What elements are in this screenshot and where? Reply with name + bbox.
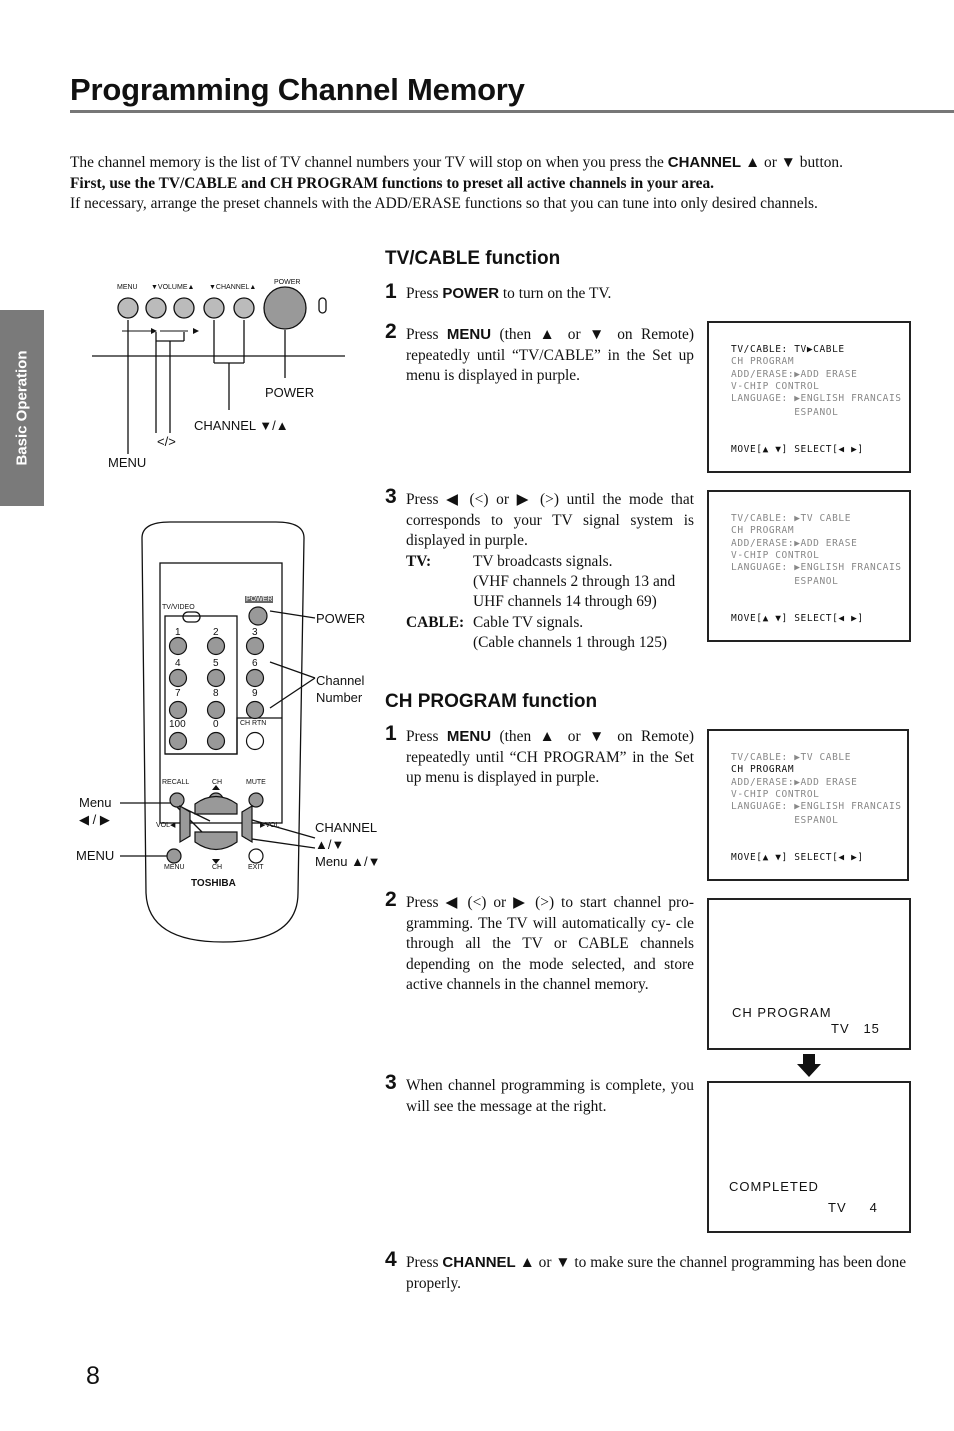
tvcable-step3-number: 3 [385, 485, 397, 508]
page-number: 8 [86, 1362, 100, 1390]
tvcable-heading: TV/CABLE function [385, 248, 561, 269]
side-tab: Basic Operation [0, 310, 44, 506]
tvcable-step2-text: Press MENU (then ▲ or ▼ on Remote) repea… [406, 326, 694, 384]
channel-key: CHANNEL [667, 154, 742, 171]
intro: The channel memory is the list of TV cha… [70, 153, 920, 215]
remote-diagram: TV/VIDEO POWER 1 2 3 4 5 6 7 8 9 100 0 C… [70, 518, 390, 948]
intro-paragraph-1: The channel memory is the list of TV cha… [70, 154, 843, 171]
panel-channel-callout: CHANNEL ▼/▲ [194, 418, 289, 433]
remote-drawing [120, 521, 316, 943]
tvcable-step1-text: Press POWER to turn on the TV. [406, 285, 612, 302]
chprogram-step4-number: 4 [385, 1248, 397, 1271]
chprogram-step3-number: 3 [385, 1071, 397, 1094]
chprogram-step1-number: 1 [385, 722, 397, 745]
chprogram-step4-text: Press CHANNEL ▲ or ▼ to make sure the ch… [406, 1254, 907, 1292]
page-title: Programming Channel Memory [70, 72, 525, 107]
programming-screen: CH PROGRAM TV 15 [707, 898, 911, 1050]
title-rule [70, 110, 954, 113]
cable-label: CABLE: [406, 613, 465, 631]
menu-screen-chprogram: TV/CABLE: ▶TV CABLE CH PROGRAM ADD/ERASE… [707, 729, 909, 881]
menu-screen-tvcable-selected: TV/CABLE: ▶TV CABLE CH PROGRAM ADD/ERASE… [707, 490, 911, 642]
down-arrow-icon [797, 1054, 821, 1077]
chprogram-step2-text: Press ◀ (<) or ▶ (>) to start channel pr… [406, 894, 694, 993]
tv-panel-drawing [92, 286, 345, 454]
tv-label: TV: [406, 552, 432, 570]
completed-screen: COMPLETED TV 4 [707, 1081, 911, 1233]
panel-lr-callout: </> [157, 434, 176, 449]
menu-screen-tvcable: TV/CABLE: TV▶CABLE CH PROGRAM ADD/ERASE:… [707, 321, 911, 473]
chprogram-heading: CH PROGRAM function [385, 691, 598, 712]
chprogram-step2-number: 2 [385, 888, 397, 911]
tvcable-step2-number: 2 [385, 320, 397, 343]
intro-paragraph-2: First, use the TV/CABLE and CH PROGRAM f… [70, 174, 714, 192]
remote-menu-callout: MENU [76, 848, 115, 863]
chprogram-step1-text: Press MENU (then ▲ or ▼ on Remote) repea… [406, 728, 694, 786]
tvcable-step3-text: Press ◀ (<) or ▶ (>) until the mode that… [406, 491, 694, 651]
chprogram-step3-text: When channel programming is complete, yo… [406, 1077, 694, 1115]
intro-paragraph-3: If necessary, arrange the preset channel… [70, 195, 818, 212]
tvcable-step1-number: 1 [385, 280, 397, 303]
remote-power-callout: POWER [316, 611, 366, 626]
toshiba-logo: TOSHIBA [191, 878, 236, 889]
panel-power-callout: POWER [265, 385, 315, 400]
tv-panel-diagram: MENU ▼VOLUME▲ ▼CHANNEL▲ POWER POWER CHAN… [80, 268, 380, 478]
side-tab-label: Basic Operation [13, 350, 31, 466]
panel-menu-callout: MENU [108, 455, 147, 470]
